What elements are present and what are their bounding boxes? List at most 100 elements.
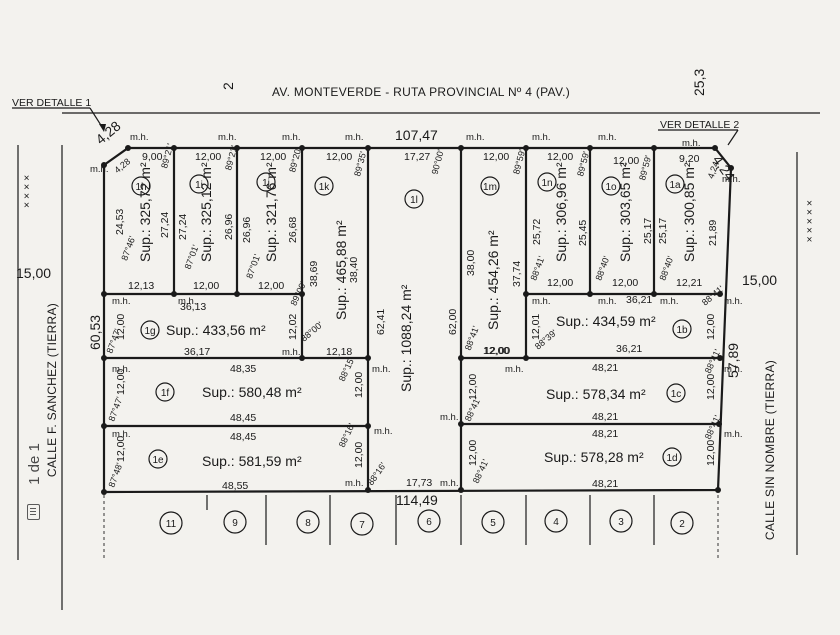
svg-text:12,00: 12,00: [467, 440, 479, 466]
svg-text:m.h.: m.h.: [532, 132, 550, 143]
svg-text:12,00: 12,00: [258, 280, 284, 292]
svg-text:21,89: 21,89: [707, 220, 719, 246]
svg-text:1l: 1l: [410, 195, 418, 206]
svg-text:12,00: 12,00: [613, 155, 639, 167]
svg-text:9,20: 9,20: [679, 153, 700, 165]
svg-text:12,00: 12,00: [326, 151, 352, 163]
svg-text:26,68: 26,68: [287, 217, 299, 243]
right-street-label: CALLE SIN NOMBRE (TIERRA): [763, 360, 777, 540]
svg-text:1m: 1m: [483, 182, 497, 193]
svg-text:m.h.: m.h.: [112, 296, 130, 307]
svg-text:2: 2: [679, 519, 685, 530]
lot-1k: 1k 12,00 89°35' 38,69 38,40 89°00' Sup.:…: [288, 150, 368, 320]
svg-text:6: 6: [426, 517, 432, 528]
svg-text:m.h.: m.h.: [112, 429, 130, 440]
svg-text:1o: 1o: [605, 182, 617, 193]
svg-text:1j: 1j: [262, 178, 270, 189]
svg-text:1k: 1k: [319, 182, 331, 193]
svg-text:24,53: 24,53: [114, 209, 126, 235]
svg-text:3: 3: [618, 517, 624, 528]
svg-text:89°35': 89°35': [352, 150, 368, 177]
svg-text:m.h.: m.h.: [372, 364, 390, 375]
right-top-mark: 25,3: [691, 69, 707, 96]
svg-text:12,00: 12,00: [483, 151, 509, 163]
svg-text:12,00: 12,00: [547, 277, 573, 289]
svg-text:Sup.: 433,56 m²: Sup.: 433,56 m²: [166, 322, 266, 338]
svg-text:87°48': 87°48': [106, 461, 124, 488]
svg-text:m.h.: m.h.: [724, 296, 742, 307]
svg-text:Sup.: 578,34 m²: Sup.: 578,34 m²: [546, 386, 646, 402]
svg-text:7: 7: [359, 520, 365, 531]
svg-text:12,13: 12,13: [128, 280, 154, 292]
svg-text:87°47': 87°47': [106, 395, 124, 422]
bottom-lot-numbers: 11 9 8 7 6 5 4 3 2: [159, 509, 694, 536]
svg-text:88°41': 88°41': [703, 347, 723, 374]
svg-text:89°59': 89°59': [637, 154, 653, 181]
svg-text:38,69: 38,69: [308, 261, 320, 287]
avenue-label: AV. MONTEVERDE - RUTA PROVINCIAL Nº 4 (P…: [272, 85, 570, 99]
svg-text:12,00: 12,00: [467, 374, 479, 400]
svg-text:Sup.: 580,48 m²: Sup.: 580,48 m²: [202, 384, 302, 400]
svg-text:12,02: 12,02: [287, 314, 299, 340]
svg-text:m.h.: m.h.: [466, 132, 484, 143]
svg-text:Sup.: 303,65 m²: Sup.: 303,65 m²: [617, 162, 633, 262]
left-fence-marks: × × × ×: [21, 175, 33, 208]
page-indicator-label: 1 de 1: [26, 443, 43, 485]
svg-text:48,21: 48,21: [592, 478, 618, 490]
svg-text:8: 8: [305, 518, 311, 529]
svg-text:25,17: 25,17: [642, 218, 654, 244]
left-setback: 15,00: [16, 265, 51, 281]
right-side-dim: 57,89: [725, 343, 741, 378]
vertex-dots: [101, 145, 734, 495]
svg-text:Sup.: 578,28 m²: Sup.: 578,28 m²: [544, 449, 644, 465]
svg-text:12,00: 12,00: [115, 436, 127, 462]
svg-text:4: 4: [553, 517, 559, 528]
svg-text:1d: 1d: [666, 453, 677, 464]
svg-text:12,00: 12,00: [353, 372, 365, 398]
lot-1m: 1m 12,00 89°59' 38,00 37,74 88°41' 12,00…: [463, 148, 528, 357]
svg-text:27,24: 27,24: [177, 214, 189, 240]
mh-labels: m.h. m.h. m.h. m.h. m.h. m.h. m.h. m.h. m.h.…: [90, 132, 742, 489]
svg-text:37,74: 37,74: [511, 261, 523, 287]
detail-2-label: VER DETALLE 2: [660, 119, 739, 131]
right-setback: 15,00: [742, 272, 777, 288]
svg-text:26,96: 26,96: [241, 217, 253, 243]
svg-text:1c: 1c: [671, 389, 682, 400]
svg-text:9: 9: [232, 518, 238, 529]
svg-text:1f: 1f: [161, 388, 170, 399]
svg-text:Sup.: 465,88 m²: Sup.: 465,88 m²: [333, 220, 349, 320]
svg-text:Sup.: 434,59 m²: Sup.: 434,59 m²: [556, 313, 656, 329]
lot-1h: 1h 9,00 4,28 89°21' 12,13 24,53 27,24 87…: [112, 142, 175, 292]
lot-1g: 1g 36,13 Sup.: 433,56 m² 36,17 12,00 12,…: [104, 301, 352, 358]
svg-text:12,00: 12,00: [612, 277, 638, 289]
lot-1o: 1o 12,00 89°59' 25,17 88°40' 12,00 Sup.:…: [594, 154, 654, 289]
svg-text:Sup.: 325,72 m²: Sup.: 325,72 m²: [137, 162, 153, 262]
svg-text:12,00: 12,00: [705, 314, 717, 340]
svg-text:12,00: 12,00: [115, 314, 127, 340]
svg-text:1b: 1b: [676, 325, 688, 336]
svg-text:48,21: 48,21: [592, 411, 618, 423]
detail-2-leader: [727, 129, 739, 146]
svg-text:m.h.: m.h.: [532, 296, 550, 307]
svg-text:12,00: 12,00: [260, 151, 286, 163]
lot-1l: 1l 17,27 90°00' 62,41 62,00 Sup.: 1088,2…: [375, 148, 459, 489]
page-indicator[interactable]: 1 de 1: [26, 428, 46, 528]
svg-text:48,35: 48,35: [230, 363, 256, 375]
svg-text:27,24: 27,24: [159, 212, 171, 238]
svg-text:Sup.: 1088,24 m²: Sup.: 1088,24 m²: [398, 284, 414, 392]
svg-text:12,00: 12,00: [484, 345, 510, 357]
svg-text:48,45: 48,45: [230, 431, 256, 443]
svg-text:48,21: 48,21: [592, 428, 618, 440]
svg-text:m.h.: m.h.: [440, 412, 458, 423]
svg-text:88°40': 88°40': [658, 254, 676, 281]
right-fence-marks: × × × × ×: [803, 200, 815, 242]
svg-text:Sup.: 325,12 m²: Sup.: 325,12 m²: [198, 162, 214, 262]
svg-text:m.h.: m.h.: [282, 132, 300, 143]
svg-text:Sup.: 306,96 m²: Sup.: 306,96 m²: [553, 162, 569, 262]
svg-text:m.h.: m.h.: [660, 296, 678, 307]
svg-text:1n: 1n: [541, 178, 552, 189]
svg-text:12,00: 12,00: [115, 369, 127, 395]
svg-text:m.h.: m.h.: [345, 132, 363, 143]
svg-text:88°41': 88°41': [529, 254, 547, 281]
